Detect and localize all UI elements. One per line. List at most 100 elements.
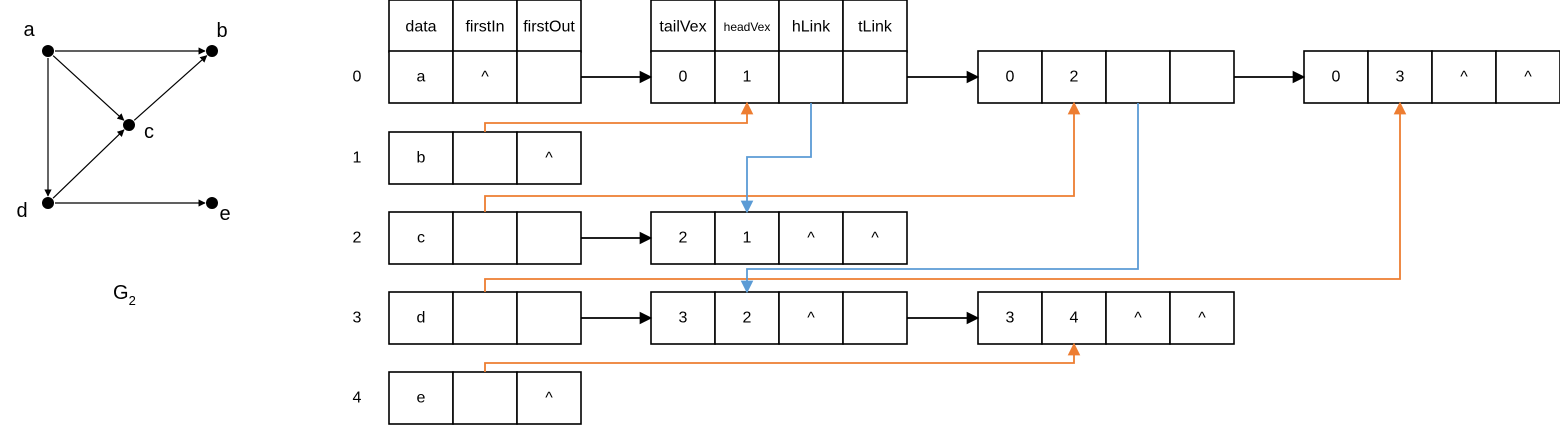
arc-headVex-value: 1 [743, 230, 752, 247]
arc-hLink-value: ^ [807, 310, 815, 327]
vertex-data-value: b [417, 150, 426, 167]
arc-tLink-value: ^ [871, 230, 879, 247]
arc-tailVex-value: 3 [679, 310, 688, 327]
arc-node-3-2: 3 2 ^ [650, 291, 908, 345]
in-link-d-to-arc-0-3 [484, 101, 1407, 292]
row-index: 0 [353, 69, 362, 86]
arc-tLink-value: ^ [1524, 69, 1532, 86]
arc-tailVex-value: 0 [1332, 69, 1341, 86]
arc-node-3-4: 3 4 ^ ^ [977, 291, 1235, 345]
arc-tLink-cell [1495, 50, 1560, 104]
arc-headVex-value: 1 [743, 69, 752, 86]
arc-tLink-cell [1169, 50, 1235, 104]
arc-header-headVex: headVex [724, 20, 771, 34]
arc-header-cell [650, 0, 716, 53]
row-index: 2 [353, 230, 362, 247]
graph-edges [44, 47, 208, 207]
vertex-data-value: d [417, 310, 426, 327]
vertex-data-value: e [417, 390, 426, 407]
vertex-firstIn-value: ^ [481, 69, 489, 86]
arc-headVex-cell [714, 50, 780, 104]
hlink-arc-0-2-to-3-2 [740, 103, 1139, 294]
row-index: 4 [353, 390, 362, 407]
arc-headVex-value: 2 [743, 310, 752, 327]
vertex-data-cell [388, 50, 454, 104]
row-index: 3 [353, 310, 362, 327]
graph-vertex-c-dot [123, 119, 135, 131]
vertex-node-c: c [388, 211, 582, 265]
arc-tailVex-value: 2 [679, 230, 688, 247]
vertex-firstIn-cell [452, 131, 518, 185]
vertex-node-a: a^ [388, 50, 582, 104]
arc-tailVex-cell [977, 291, 1043, 345]
vertex-header-data: data [405, 19, 436, 36]
arc-hLink-cell [778, 291, 844, 345]
vertex-firstOut-cell [516, 291, 582, 345]
arc-tLink-cell [842, 291, 908, 345]
arc-tailVex-value: 0 [1006, 69, 1015, 86]
arc-headVex-cell [1367, 50, 1433, 104]
pointer-links [484, 70, 1407, 372]
vertex-header-firstIn: firstIn [465, 19, 504, 36]
vertex-firstIn-cell [452, 211, 518, 265]
vertex-firstOut-value: ^ [545, 390, 553, 407]
in-link-b-to-arc-0-1 [484, 101, 754, 132]
vertex-firstIn-cell [452, 371, 518, 425]
arc-header-cell [714, 0, 780, 53]
graph-vertex-e-label: e [219, 203, 230, 225]
arc-node-2-1: 2 1 ^ ^ [650, 211, 908, 265]
arc-headVex-value: 4 [1070, 310, 1079, 327]
arc-hLink-cell [778, 50, 844, 104]
arc-tailVex-value: 3 [1006, 310, 1015, 327]
vertex-node-b: b^ [388, 131, 582, 185]
arc-hLink-value: ^ [1460, 69, 1468, 86]
graph-edge-d-c [52, 129, 125, 199]
arc-hLink-value: ^ [807, 230, 815, 247]
vertex-firstIn-cell [452, 291, 518, 345]
vertex-header-firstOut: firstOut [523, 19, 575, 36]
vertex-firstOut-value: ^ [545, 150, 553, 167]
arc-node-0-3: 0 3 ^ ^ [1303, 50, 1560, 104]
arc-tLink-cell [842, 50, 908, 104]
vertex-firstOut-cell [516, 371, 582, 425]
vertex-node-d: d [388, 291, 582, 345]
arc-headVex-cell [714, 211, 780, 265]
arc-hLink-cell [778, 211, 844, 265]
vertex-firstOut-cell [516, 50, 582, 104]
vertex-nodes: a^b^cde^ [388, 50, 582, 425]
arc-tailVex-value: 0 [679, 69, 688, 86]
graph-vertex-d-dot [42, 197, 54, 209]
vertex-firstOut-cell [516, 131, 582, 185]
in-link-c-to-arc-0-2 [484, 101, 1081, 212]
arc-tailVex-cell [650, 50, 716, 104]
arc-tLink-cell [1169, 291, 1235, 345]
arc-headVex-value: 3 [1396, 69, 1405, 86]
graph-edge-c-b [133, 55, 208, 121]
vertex-data-value: a [417, 69, 426, 86]
vertex-data-cell [388, 291, 454, 345]
vertex-header-cell [516, 0, 582, 53]
vertex-firstOut-cell [516, 211, 582, 265]
in-link-e-to-arc-3-4 [484, 342, 1081, 372]
arc-hLink-value: ^ [1134, 310, 1142, 327]
graph-vertex-b-label: b [216, 20, 227, 42]
graph-vertex-a-label: a [23, 19, 35, 41]
graph-caption-subscript: 2 [129, 293, 136, 308]
arc-tailVex-cell [977, 50, 1043, 104]
graph-vertex-a-dot [42, 45, 54, 57]
vertex-data-cell [388, 211, 454, 265]
vertex-data-value: c [417, 230, 425, 247]
arc-tLink-value: ^ [1198, 310, 1206, 327]
arc-hLink-cell [1105, 50, 1171, 104]
arc-header-tLink: tLink [858, 19, 893, 36]
vertex-node-e: e^ [388, 371, 582, 425]
arc-headVex-value: 2 [1070, 69, 1079, 86]
graph-caption-main: G [113, 282, 129, 304]
